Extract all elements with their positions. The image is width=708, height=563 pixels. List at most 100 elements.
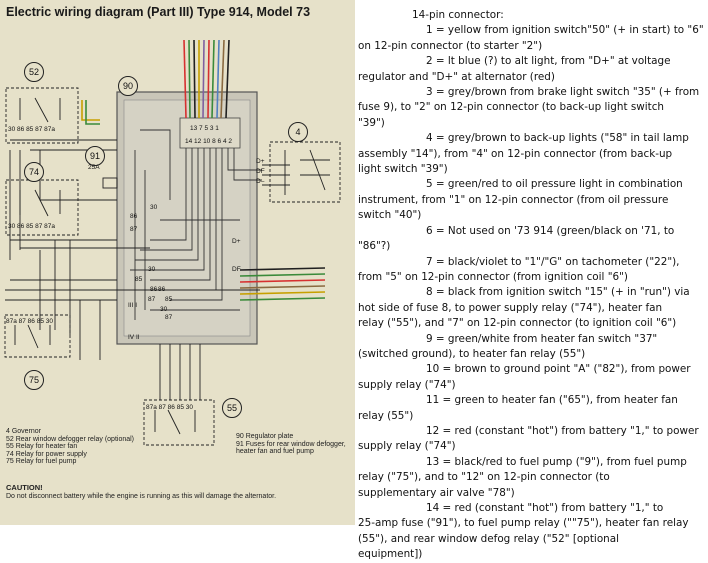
note-item-first-line: 3 = grey/brown from brake light switch "… — [426, 86, 700, 99]
component-legend: 4 Governor 52 Rear window defogger relay… — [6, 428, 134, 466]
label-fuse-25a: 25A — [88, 164, 100, 171]
green-wire — [85, 100, 100, 125]
note-item-line: fuse 9), to "2" on 12-pin connector (to … — [358, 101, 664, 114]
relay-74-box — [5, 179, 79, 236]
label-d-minus: D– — [256, 178, 265, 185]
note-item: 6 = Not used on '73 914 (green/black on … — [358, 224, 704, 255]
connector-pins-bottom: 14 12 10 8 6 4 2 — [185, 138, 232, 145]
callout-91: 91 — [85, 146, 105, 166]
note-item-first-line: 6 = Not used on '73 914 (green/black on … — [426, 224, 675, 237]
note-item-line: assembly "14"), from "4" on 12-pin conne… — [358, 147, 673, 160]
callout-74: 74 — [24, 162, 44, 182]
note-item-line: (switched ground), to heater fan relay (… — [358, 347, 586, 360]
note-item-line: from "5" on 12-pin connector (from ignit… — [358, 270, 628, 283]
note-item-line: instrument, from "1" on 12-pin connector… — [358, 193, 669, 206]
caution-text: Do not disconnect battery while the engi… — [6, 493, 277, 500]
relay-75-terminals: 87a 87 86 85 30 — [6, 318, 53, 325]
note-item-first-line: 8 = black from ignition switch "15" (+ i… — [426, 286, 690, 299]
note-item-line: supplementary air valve "78") — [358, 486, 515, 499]
note-item-line: relay ("55"), and "7" on 12-pin connecto… — [358, 317, 677, 330]
note-item-line: on 12-pin connector (to starter "2") — [358, 39, 543, 52]
terminal-30-c: 30 — [160, 306, 168, 313]
note-item: 13 = black/red to fuel pump ("9"), from … — [358, 455, 704, 501]
notes-heading: 14-pin connector: — [412, 9, 504, 21]
note-item-first-line: 14 = red (constant "hot") from battery "… — [426, 502, 664, 514]
note-item-line: 25-amp fuse ("91"), to fuel pump relay (… — [358, 517, 689, 530]
note-item: 14 = red (constant "hot") from battery "… — [358, 501, 704, 563]
diagram-title: Electric wiring diagram (Part III) Type … — [6, 5, 311, 19]
connector-block — [179, 117, 241, 149]
wiring-diagram: Electric wiring diagram (Part III) Type … — [0, 0, 355, 525]
notes-list: 1 = yellow from ignition switch"50" (+ i… — [358, 23, 704, 562]
note-item-first-line: 12 = red (constant "hot") from battery "… — [426, 424, 699, 437]
note-item: 11 = green to heater fan ("65"), from he… — [358, 393, 704, 424]
legend-item: 90 Regulator plate — [236, 433, 294, 440]
terminal-30-b: 30 — [148, 266, 156, 273]
note-item-line: switch "40") — [358, 209, 422, 222]
relay-55-coil — [154, 409, 196, 435]
note-item-first-line: 13 = black/red to fuel pump ("9"), from … — [426, 455, 687, 468]
label-df-2: DF — [232, 266, 241, 273]
callout-75: 75 — [24, 370, 44, 390]
note-item-first-line: 7 = black/violet to "1"/"G" on tachomete… — [426, 255, 680, 268]
terminal-86-b: 86 — [150, 286, 158, 293]
note-item: 1 = yellow from ignition switch"50" (+ i… — [358, 23, 704, 54]
note-item-line: supply relay ("74") — [358, 440, 456, 453]
fuse-91-box — [102, 177, 118, 189]
legend-item: heater fan and fuel pump — [236, 448, 314, 456]
terminal-87-c: 87 — [165, 314, 173, 321]
note-item-line: "39") — [358, 116, 385, 129]
note-item: 4 = grey/brown to back-up lights ("58" i… — [358, 131, 704, 177]
note-item: 5 = green/red to oil pressure light in c… — [358, 177, 704, 223]
right-wire-bundle — [239, 267, 326, 301]
label-roman-3: III I — [128, 302, 138, 309]
legend-item: 74 Relay for power supply — [6, 450, 87, 458]
callout-90: 90 — [118, 76, 138, 96]
relay-52-coil — [19, 97, 61, 123]
regulator-legend: 90 Regulator plate 91 Fuses for rear win… — [236, 433, 346, 456]
terminal-85-c: 85 — [165, 296, 173, 303]
callout-55: 55 — [222, 398, 242, 418]
label-roman-4: IV II — [128, 334, 140, 341]
legend-item: 4 Governor — [6, 428, 42, 435]
note-item-first-line: 9 = green/white from heater fan switch "… — [426, 332, 658, 345]
legend-item: 52 Rear window defogger relay (optional) — [6, 435, 135, 443]
note-item-line: (55"), and rear window defog relay ("52"… — [358, 532, 620, 545]
note-item-line: relay (55") — [358, 409, 414, 422]
relay-75-coil — [14, 324, 51, 349]
note-item-line: "86"?) — [358, 240, 391, 253]
relay-55-box — [143, 399, 215, 446]
yellow-wire — [81, 100, 100, 121]
relay-74-terminals: 30 86 85 87 87a — [8, 223, 55, 230]
terminal-87-a: 87 — [130, 226, 138, 233]
note-item-line: regulator and "D+" at alternator (red) — [358, 70, 555, 83]
governor-internals — [284, 149, 330, 195]
note-item-first-line: 4 = grey/brown to back-up lights ("58" i… — [426, 132, 689, 145]
callout-52: 52 — [24, 62, 44, 82]
note-item: 12 = red (constant "hot") from battery "… — [358, 424, 704, 455]
note-item-first-line: 1 = yellow from ignition switch"50" (+ i… — [426, 24, 704, 37]
wiring-schematic — [4, 39, 341, 446]
terminal-86-c: 86 — [158, 286, 166, 293]
label-df: DF — [256, 168, 265, 175]
terminal-85-b: 85 — [135, 276, 143, 283]
relay-74-coil — [19, 189, 61, 217]
note-item: 9 = green/white from heater fan switch "… — [358, 332, 704, 363]
label-d-plus-2: D+ — [232, 238, 241, 245]
top-wire-bundle — [183, 39, 230, 119]
note-item-line: light switch "39") — [358, 163, 448, 176]
note-item-line: hot side of fuse 8, to power supply rela… — [358, 301, 663, 314]
internal-traces — [130, 129, 262, 320]
note-item: 10 = brown to ground point "A" ("82"), f… — [358, 362, 704, 393]
legend-item: 75 Relay for fuel pump — [6, 458, 77, 466]
relay-75-box — [4, 314, 71, 358]
note-item: 7 = black/violet to "1"/"G" on tachomete… — [358, 255, 704, 286]
caution-title: CAUTION! — [6, 483, 43, 492]
note-item-first-line: 2 = lt blue (?) to alt light, from "D+" … — [426, 55, 671, 68]
terminal-30-a: 30 — [150, 204, 158, 211]
relay-55-terminals: 87a 87 86 85 30 — [146, 404, 193, 411]
terminal-87-b: 87 — [148, 296, 156, 303]
relay-52-terminals: 30 86 85 87 87a — [8, 126, 55, 133]
note-item-first-line: 11 = green to heater fan ("65"), from he… — [426, 394, 678, 407]
relay-52-box — [5, 87, 79, 144]
